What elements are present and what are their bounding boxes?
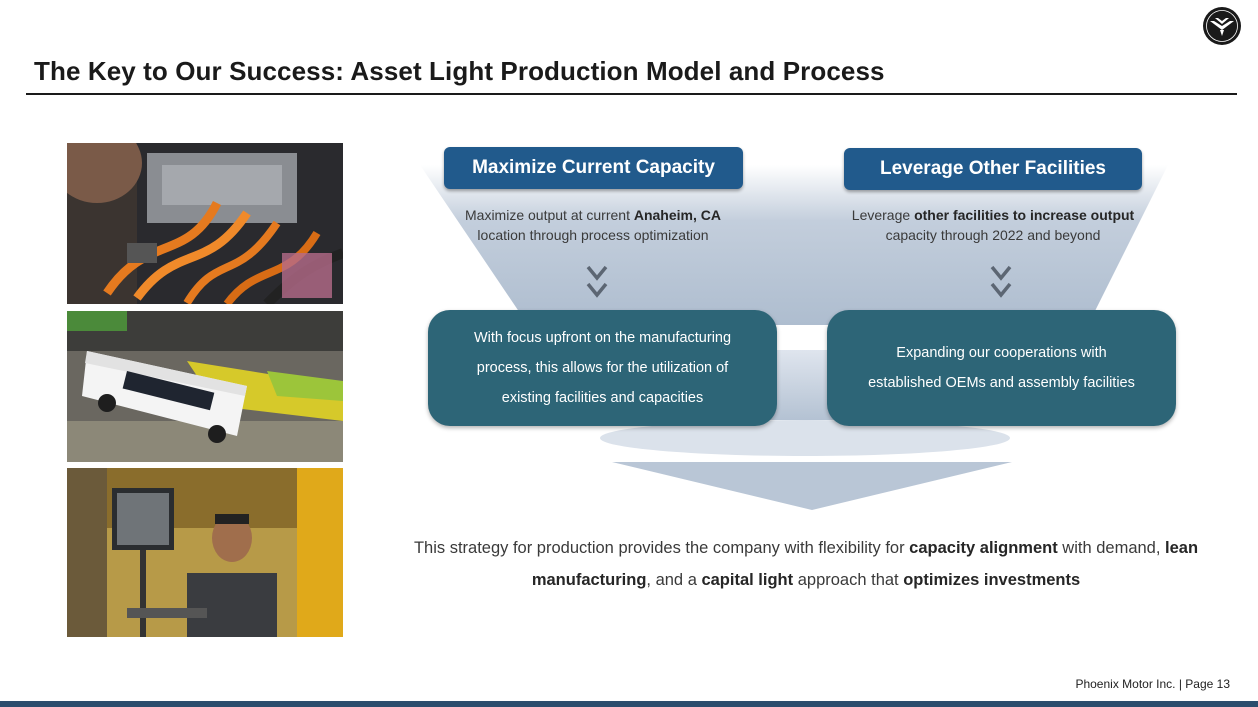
strategy-summary: This strategy for production provides th… bbox=[413, 539, 1199, 589]
oem-cooperation-box: Expanding our cooperations with establis… bbox=[827, 310, 1176, 426]
leverage-facilities-description: Leverage other facilities to increase ou… bbox=[851, 207, 1135, 243]
maximize-capacity-description: Maximize output at current Anaheim, CA l… bbox=[465, 207, 721, 243]
phoenix-logo-icon bbox=[1203, 7, 1241, 45]
page-title: The Key to Our Success: Asset Light Prod… bbox=[34, 56, 885, 86]
technician-workstation-photo bbox=[67, 468, 343, 637]
footer-bar bbox=[0, 701, 1258, 707]
double-chevron-down-icon bbox=[586, 265, 608, 298]
ev-wiring-photo bbox=[67, 143, 343, 304]
maximize-capacity-heading: Maximize Current Capacity bbox=[444, 147, 743, 189]
electric-shuttle-photo bbox=[67, 311, 343, 462]
manufacturing-focus-box: With focus upfront on the manufacturing … bbox=[428, 310, 777, 426]
title-underline bbox=[26, 93, 1237, 95]
leverage-facilities-heading: Leverage Other Facilities bbox=[844, 148, 1142, 190]
double-chevron-down-icon bbox=[990, 265, 1012, 298]
page-footer: Phoenix Motor Inc. | Page 13 bbox=[1075, 677, 1230, 691]
